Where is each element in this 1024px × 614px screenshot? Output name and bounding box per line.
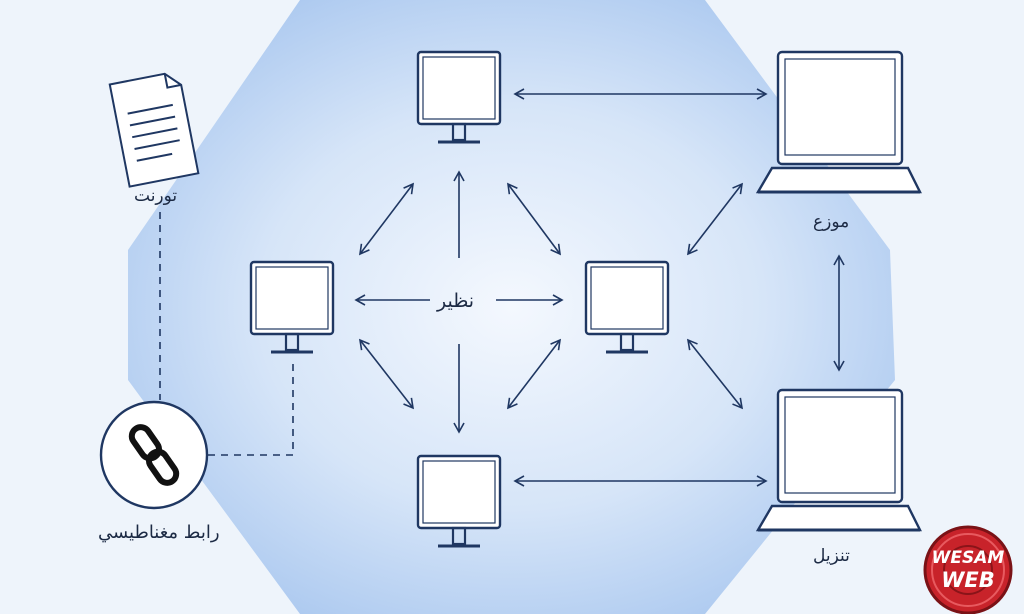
arrow-diag-top-right <box>507 182 561 256</box>
laptop-icon-download <box>755 388 922 532</box>
brand-logo-badge <box>923 525 1013 614</box>
background-hexagon <box>128 0 895 614</box>
magnet-link-label: رابط مغناطيسي <box>98 522 220 543</box>
torrent-label: تورنت <box>134 186 178 206</box>
peer-label: نظير <box>437 290 475 312</box>
arrow-right-to-seeder <box>686 182 744 256</box>
logo-text-line2: WEB <box>941 568 995 592</box>
dashed-connectors <box>159 212 294 456</box>
arrow-diag-bottom-left <box>358 338 415 410</box>
monitor-icon-right <box>584 260 670 354</box>
seeder-label: موزع <box>813 212 850 232</box>
laptop-icon-seeder <box>755 50 922 194</box>
arrow-right-to-download <box>686 338 744 410</box>
arrow-diag-bottom-right <box>506 338 562 410</box>
connection-arrows <box>354 88 845 487</box>
brand-logo: WESAM WEB <box>924 526 1012 614</box>
monitor-icon-top <box>416 50 502 144</box>
monitor-icon-bottom <box>416 454 502 548</box>
arrow-diag-top-left <box>359 182 414 256</box>
document-icon <box>108 72 200 188</box>
logo-text-line1: WESAM <box>931 548 1005 568</box>
chain-link-icon <box>99 400 209 510</box>
monitor-icon-left <box>249 260 335 354</box>
download-label: تنزيل <box>813 546 850 566</box>
